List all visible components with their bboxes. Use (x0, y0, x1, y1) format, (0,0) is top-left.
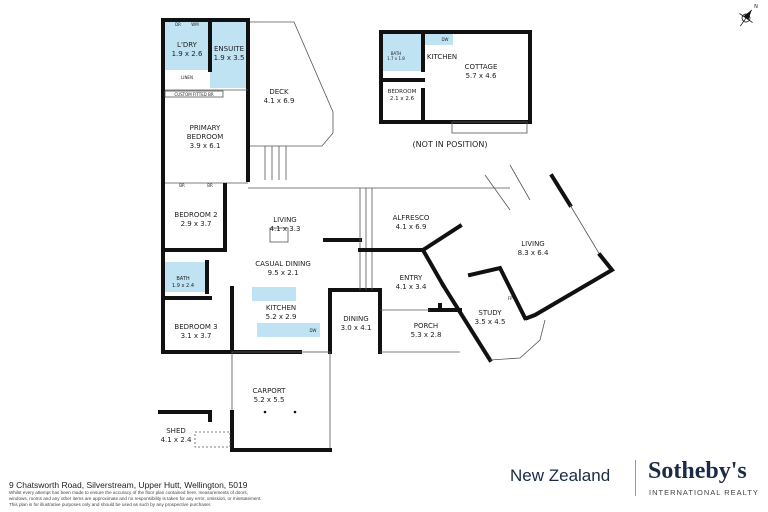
room-labels: L'DRY 1.9 x 2.6 ENSUITE 1.9 x 3.5 DECK 4… (161, 22, 549, 444)
room-name: ENSUITE (214, 45, 244, 53)
cottage-kitchen-bench-fill (423, 33, 453, 45)
room-name: BATH (391, 51, 402, 56)
dishwasher-label: DW (441, 37, 448, 42)
bath-fill (165, 262, 207, 292)
room-name: BATH (176, 276, 190, 282)
room-name: PRIMARY (190, 124, 221, 132)
kitchen-island-fill (257, 323, 320, 337)
compass-icon (739, 9, 753, 27)
room-dims: 1.7 x 1.8 (387, 56, 405, 61)
room-name: BEDROOM 3 (174, 323, 217, 331)
disclaimer-line: windows, rooms and any other items are a… (9, 496, 262, 501)
deck-stairs (264, 146, 287, 180)
room-name: CARPORT (253, 387, 287, 395)
footer: 9 Chatsworth Road, Silverstream, Upper H… (9, 480, 262, 508)
compass-north: N (754, 4, 758, 10)
room-dims: 4.1 x 3.3 (270, 225, 301, 233)
room-dims: 8.3 x 6.4 (518, 249, 549, 257)
room-name: BEDROOM 2 (174, 211, 217, 219)
dishwasher-label: DW (309, 328, 316, 333)
room-name: SHED (166, 427, 186, 435)
room-dims: 5.2 x 5.5 (254, 396, 285, 404)
fireplace-label: FP (508, 296, 513, 301)
cottage-walls (379, 30, 532, 134)
brand-subtitle: INTERNATIONAL REALTY (649, 488, 759, 497)
room-dims: 3.9 x 6.1 (190, 142, 221, 150)
robe-label: CUSTOM FITTED BR (174, 92, 213, 97)
fireplace-icon (269, 227, 289, 243)
room-dims: 5.2 x 2.9 (266, 313, 297, 321)
cottage-bath-fill (383, 33, 423, 71)
room-name: LIVING (521, 240, 544, 248)
room-name: BEDROOM (187, 133, 224, 141)
brand-divider (635, 460, 636, 496)
laundry-fill (165, 22, 210, 70)
linen-label: LINEN (181, 75, 193, 80)
room-dims: 3.5 x 4.5 (475, 318, 506, 326)
room-dims: 3.0 x 4.1 (341, 324, 372, 332)
room-name: STUDY (478, 309, 502, 317)
deck-outline (250, 21, 334, 147)
cottage-note: (NOT IN POSITION) (413, 140, 488, 149)
brand-region: New Zealand (510, 466, 611, 485)
brand-name: Sotheby's (648, 458, 747, 484)
room-name: PORCH (414, 322, 438, 330)
room-name: BEDROOM (388, 89, 417, 95)
room-dims: 4.1 x 2.4 (161, 436, 192, 444)
kitchen-bench-fill (252, 287, 296, 301)
room-dims: 1.9 x 3.5 (214, 54, 245, 62)
brand-logo: New Zealand Sotheby's INTERNATIONAL REAL… (510, 458, 760, 498)
room-name: L'DRY (177, 41, 198, 49)
room-dims: 1.9 x 2.4 (172, 283, 194, 289)
room-name: CASUAL DINING (255, 260, 311, 268)
disclaimer-line: This plan is for illustrative purposes o… (9, 502, 212, 507)
room-name: ENTRY (400, 274, 423, 282)
room-dims: 1.9 x 2.6 (172, 50, 203, 58)
room-dims: 9.5 x 2.1 (268, 269, 299, 277)
room-dims: 5.3 x 2.8 (411, 331, 442, 339)
room-name: LIVING (273, 216, 296, 224)
room-dims: 4.1 x 3.4 (396, 283, 427, 291)
room-dims: 2.9 x 3.7 (181, 220, 212, 228)
room-name: DINING (343, 315, 368, 323)
room-dims: 3.1 x 3.7 (181, 332, 212, 340)
room-name: KITCHEN (427, 53, 457, 61)
room-name: KITCHEN (266, 304, 296, 312)
washer-label: WM (191, 22, 199, 27)
room-dims: 4.1 x 6.9 (396, 223, 427, 231)
room-dims: 4.1 x 6.9 (264, 97, 295, 105)
room-name: DECK (269, 88, 289, 96)
room-name: ALFRESCO (393, 214, 430, 222)
robe-label: BR (179, 183, 185, 188)
right-wing-walls (358, 164, 616, 363)
dryer-label: DR (175, 22, 181, 27)
ensuite-fill (210, 22, 248, 88)
disclaimer-line: Whilst every attempt has been made to en… (9, 490, 249, 495)
carport-shed (158, 351, 332, 452)
robe-label: BR (207, 183, 213, 188)
property-address: 9 Chatsworth Road, Silverstream, Upper H… (9, 480, 248, 490)
room-dims: 5.7 x 4.6 (466, 72, 497, 80)
room-dims: 2.1 x 2.6 (390, 96, 415, 102)
room-name: COTTAGE (465, 63, 498, 71)
